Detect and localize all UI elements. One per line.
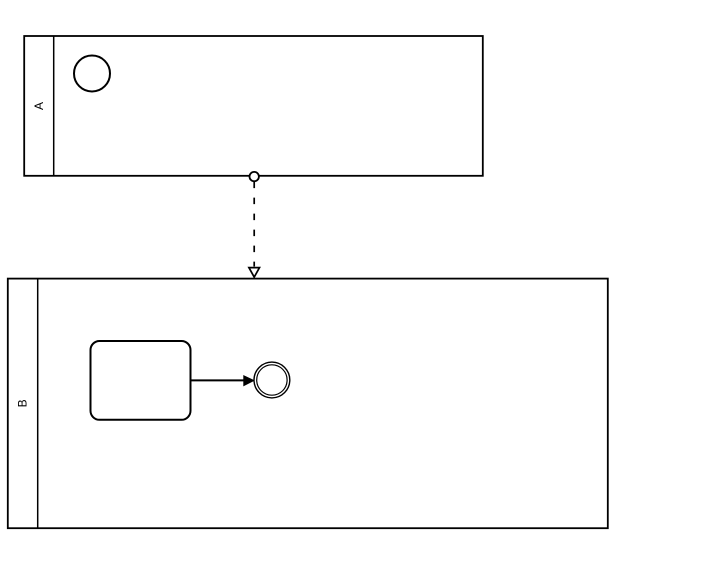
svg-text:A: A xyxy=(32,102,46,110)
svg-text:B: B xyxy=(16,399,30,407)
